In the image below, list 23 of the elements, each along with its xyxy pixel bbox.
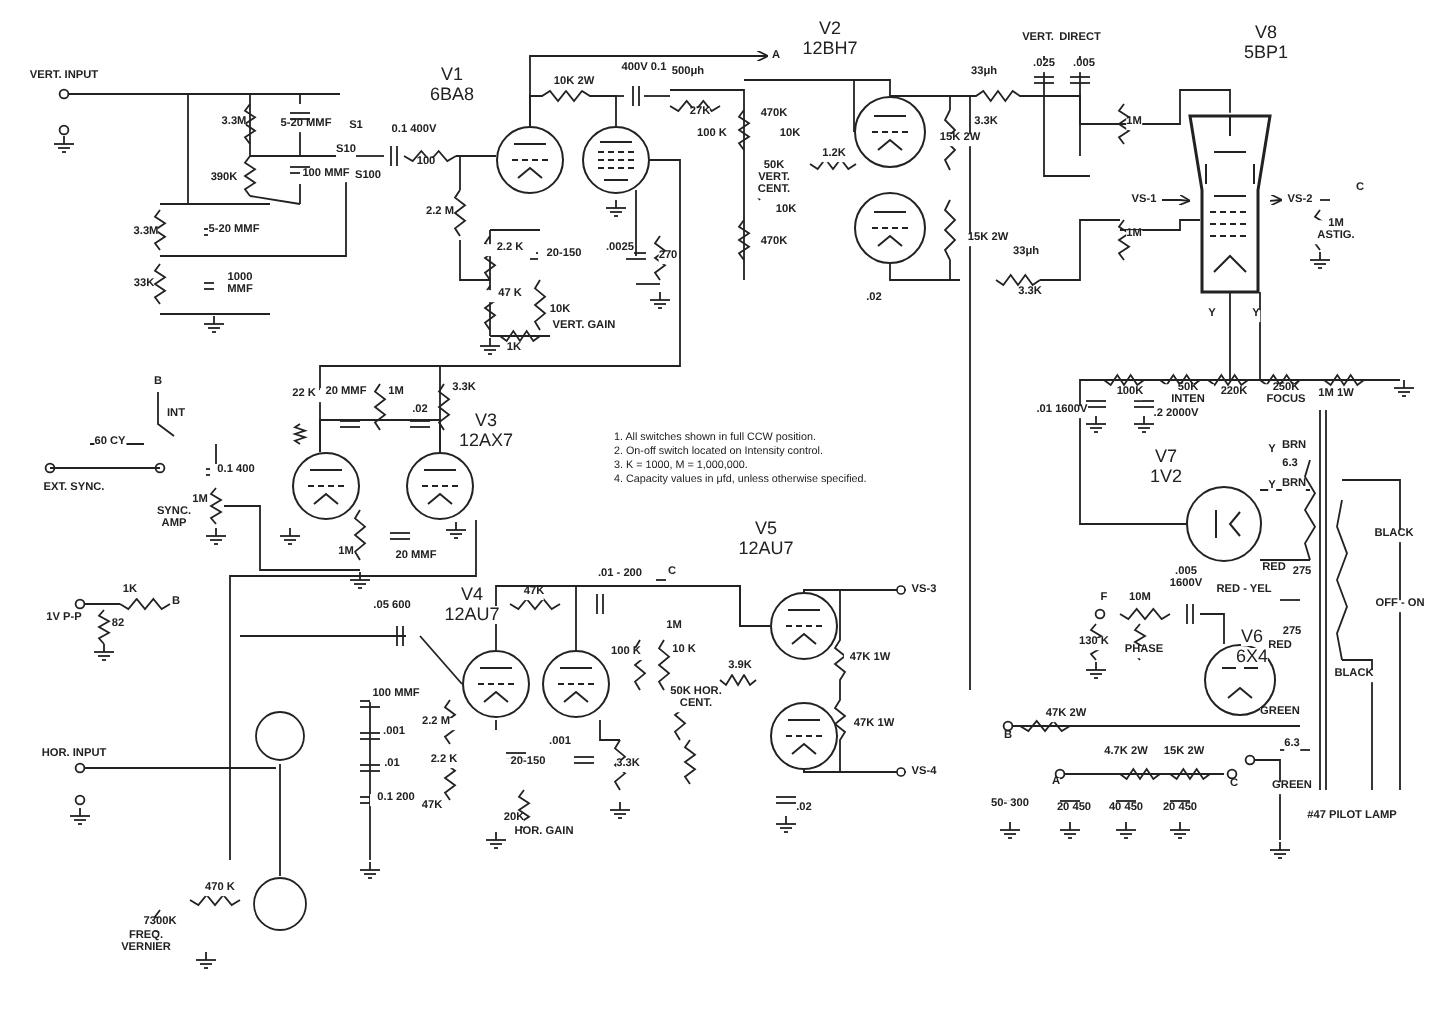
tube-label: 12BH7 [802, 40, 858, 59]
wire [439, 159, 681, 453]
wire [1079, 289, 1231, 525]
tube-label: 6X4 [1236, 648, 1268, 667]
tube-label: V6 [1241, 628, 1263, 647]
wire-arrow [1269, 193, 1283, 207]
tube-label: V2 [819, 20, 841, 39]
tube-label: 5BP1 [1243, 44, 1289, 63]
wire-arrow [1161, 193, 1191, 207]
tube-label: 6BA8 [429, 86, 475, 105]
tube-label: V5 [755, 520, 777, 539]
tube-label: V8 [1255, 24, 1277, 43]
tube-label: V4 [461, 586, 483, 605]
tube-label: V7 [1155, 448, 1177, 467]
tube-label: 1V2 [1150, 468, 1182, 487]
tube-label: V1 [441, 66, 463, 85]
wire-arrow [529, 49, 769, 127]
wire [575, 585, 771, 651]
tube-label: 12AX7 [458, 432, 514, 451]
wire [529, 89, 617, 127]
tube-label: V3 [475, 412, 497, 431]
tube-label: 12AU7 [738, 540, 794, 559]
tube-label: 12AU7 [444, 606, 500, 625]
